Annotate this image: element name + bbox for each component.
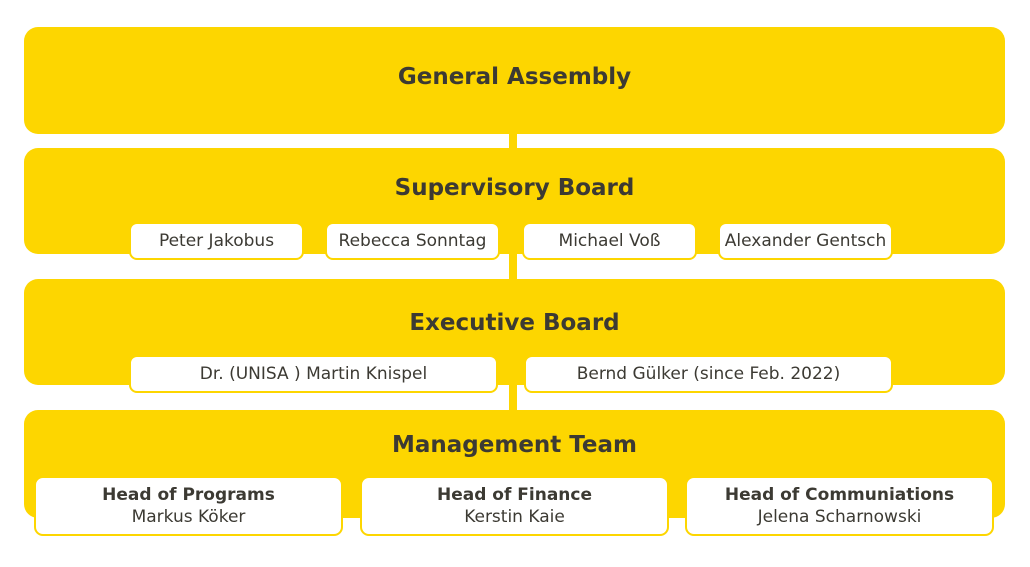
general-assembly-title: General Assembly: [397, 64, 632, 90]
supervisory-board-member: Peter Jakobus: [129, 222, 304, 260]
connector-line: [509, 130, 517, 150]
supervisory-board-member: Michael Voß: [522, 222, 697, 260]
supervisory-board-title: Supervisory Board: [394, 175, 635, 201]
connector-line: [509, 250, 517, 282]
supervisory-board-member: Rebecca Sonntag: [325, 222, 500, 260]
executive-board-member: Bernd Gülker (since Feb. 2022): [524, 355, 893, 393]
executive-board-member: Dr. (UNISA ) Martin Knispel: [129, 355, 498, 393]
management-head-role: Head of Programs: [102, 485, 275, 505]
management-head-name: Jelena Scharnowski: [757, 507, 922, 527]
management-team-title: Management Team: [391, 432, 638, 458]
supervisory-board-member: Alexander Gentsch: [718, 222, 893, 260]
general-assembly-box: General Assembly: [24, 27, 1005, 134]
management-head-role: Head of Finance: [436, 485, 593, 505]
management-head-card: Head of Communiations Jelena Scharnowski: [685, 476, 994, 536]
connector-line: [509, 380, 517, 414]
management-head-role: Head of Communiations: [724, 485, 955, 505]
management-head-card: Head of Finance Kerstin Kaie: [360, 476, 669, 536]
executive-board-title: Executive Board: [409, 310, 620, 336]
management-head-name: Kerstin Kaie: [464, 507, 565, 527]
management-head-name: Markus Köker: [131, 507, 246, 527]
management-head-card: Head of Programs Markus Köker: [34, 476, 343, 536]
